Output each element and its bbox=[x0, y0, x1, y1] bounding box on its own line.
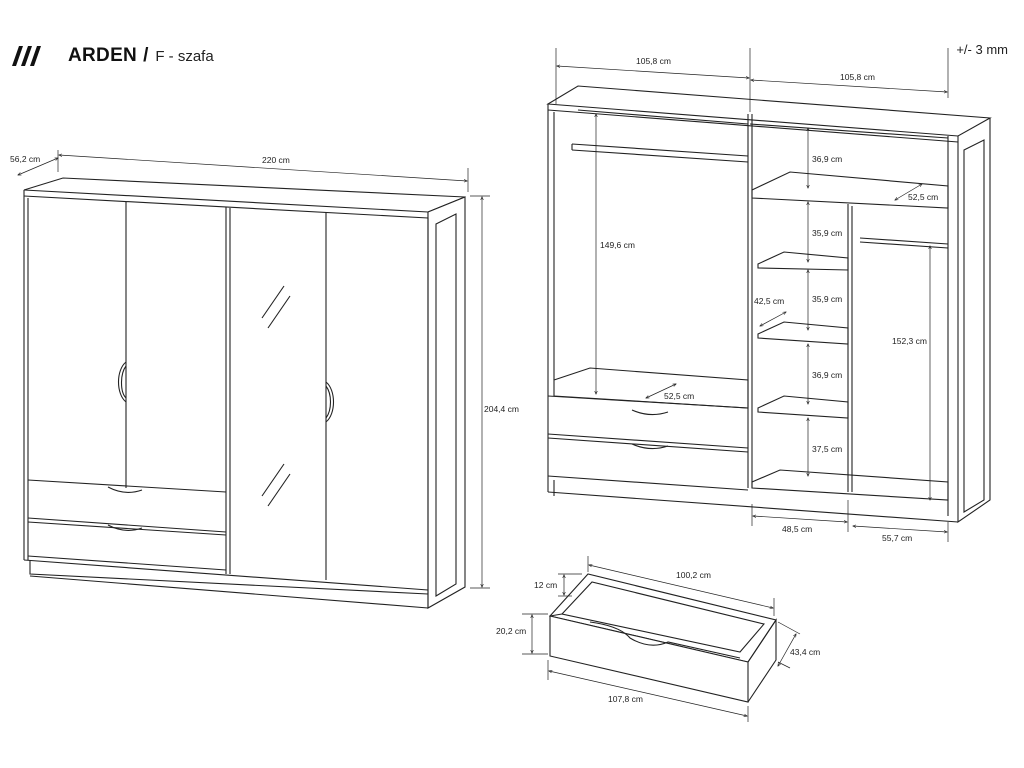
dim-shelf-depth-top: 52,5 cm bbox=[908, 192, 938, 202]
product-name: ARDEN bbox=[68, 45, 138, 66]
dim-drawer-inner-width: 100,2 cm bbox=[676, 570, 711, 580]
dim-shelf-gap-1: 35,9 cm bbox=[812, 228, 842, 238]
product-subtitle: F - szafa bbox=[155, 47, 214, 65]
dim-hanging-height-left: 149,6 cm bbox=[600, 240, 635, 250]
dim-right-section-width: 105,8 cm bbox=[840, 72, 875, 82]
interior-view-wardrobe bbox=[546, 85, 992, 524]
dim-top-shelf-gap: 36,9 cm bbox=[812, 154, 842, 164]
dim-left-section-width: 105,8 cm bbox=[636, 56, 671, 66]
dim-shelf-gap-2: 35,9 cm bbox=[812, 294, 842, 304]
tolerance-note: +/- 3 mm bbox=[956, 42, 1008, 57]
drawer-view bbox=[548, 573, 777, 703]
front-view-wardrobe bbox=[23, 177, 466, 609]
dim-front-width: 220 cm bbox=[262, 155, 290, 165]
dim-shelf-depth-mid: 42,5 cm bbox=[754, 296, 784, 306]
title-separator: / bbox=[143, 45, 149, 66]
dim-drawer-side-height: 12 cm bbox=[534, 580, 557, 590]
dim-drawer-depth-bottom: 52,5 cm bbox=[664, 391, 694, 401]
dim-shelf-gap-3: 36,9 cm bbox=[812, 370, 842, 380]
header: ARDEN / F - szafa bbox=[6, 42, 214, 70]
dim-right-column-width: 55,7 cm bbox=[882, 533, 912, 543]
dim-shelf-gap-4: 37,5 cm bbox=[812, 444, 842, 454]
dim-drawer-outer-width: 107,8 cm bbox=[608, 694, 643, 704]
dim-hanging-height-right: 152,3 cm bbox=[892, 336, 927, 346]
triple-slash-logo-icon bbox=[12, 46, 41, 66]
dim-front-depth: 56,2 cm bbox=[10, 154, 40, 164]
dim-shelf-column-width: 48,5 cm bbox=[782, 524, 812, 534]
dim-front-height: 204,4 cm bbox=[484, 404, 519, 414]
dim-drawer-depth: 43,4 cm bbox=[790, 647, 820, 657]
dim-drawer-front-height: 20,2 cm bbox=[496, 626, 526, 636]
